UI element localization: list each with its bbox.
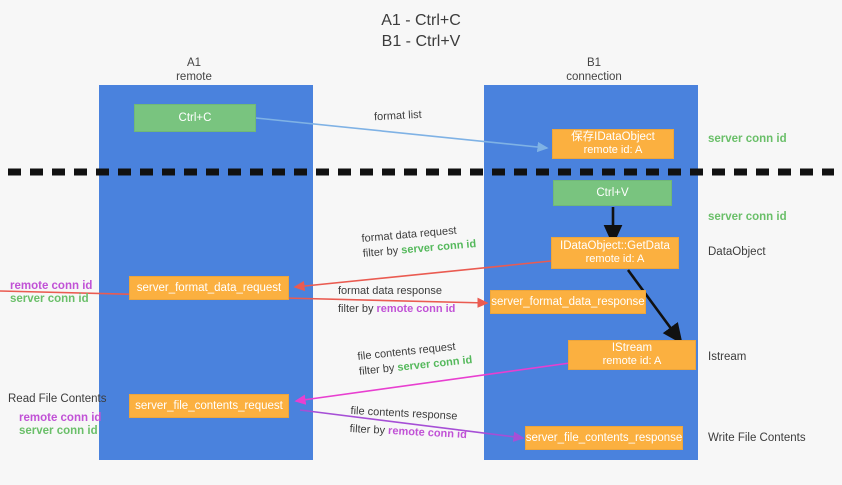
flow-label-format-list: format list	[373, 108, 422, 124]
box-server-format-data-response-label: server_format_data_response	[491, 295, 645, 308]
column-header-b1-sub: connection	[566, 70, 622, 83]
right-label-istream: Istream	[708, 351, 747, 363]
filter-key-server-conn-id: server conn id	[400, 238, 477, 257]
box-idataobject-getdata[interactable]: IDataObject::GetData remote id: A	[551, 237, 679, 269]
flow-label-file-contents-response-filter: filter by remote conn id	[349, 423, 467, 441]
box-ctrl-c[interactable]: Ctrl+C	[134, 104, 256, 132]
box-server-format-data-request[interactable]: server_format_data_request	[129, 276, 289, 300]
left-label-server-conn-id-1: server conn id	[10, 293, 89, 305]
right-label-dataobject: DataObject	[708, 246, 766, 258]
box-istream-line1: IStream	[611, 342, 653, 354]
box-idataobject-getdata-line2: remote id: A	[585, 253, 645, 265]
column-header-a1-sub: remote	[176, 70, 212, 83]
box-ctrl-v-label: Ctrl+V	[596, 186, 629, 199]
box-ctrl-c-label: Ctrl+C	[178, 111, 212, 124]
box-istream[interactable]: IStream remote id: A	[568, 340, 696, 370]
left-label-read-file-contents: Read File Contents	[8, 393, 107, 405]
box-idataobject-getdata-line1: IDataObject::GetData	[560, 240, 670, 252]
box-server-format-data-response[interactable]: server_format_data_response	[490, 290, 646, 314]
flow-label-format-data-request-group: format data request filter by server con…	[361, 223, 477, 260]
column-header-b1: B1 connection	[528, 57, 660, 84]
column-header-a1-name: A1	[186, 57, 202, 69]
box-server-file-contents-response-label: server_file_contents_response	[525, 431, 683, 444]
flow-label-format-data-response-filter: filter by remote conn id	[338, 303, 455, 315]
filter-prefix: filter by	[358, 362, 395, 378]
right-label-write-file-contents: Write File Contents	[708, 432, 806, 444]
left-label-remote-conn-id-1: remote conn id	[10, 280, 93, 292]
filter-prefix: filter by	[362, 244, 399, 260]
flow-label-format-data-response: format data response	[338, 285, 442, 297]
left-label-server-conn-id-2: server conn id	[19, 425, 98, 437]
filter-key-remote-conn-id: remote conn id	[387, 424, 468, 442]
filter-prefix: filter by	[338, 303, 374, 315]
flow-label-format-data-response-group: format data response filter by remote co…	[338, 285, 455, 315]
right-label-server-conn-id-top: server conn id	[708, 133, 787, 145]
box-server-file-contents-request-label: server_file_contents_request	[135, 399, 283, 412]
left-label-remote-conn-id-2: remote conn id	[19, 412, 102, 424]
box-save-idataobject[interactable]: 保存IDataObject remote id: A	[552, 129, 674, 159]
title-line-1: A1 - Ctrl+C	[381, 12, 461, 29]
box-save-idataobject-line1: 保存IDataObject	[571, 131, 655, 143]
box-istream-line2: remote id: A	[602, 355, 662, 367]
column-header-b1-name: B1	[586, 57, 602, 69]
right-label-server-conn-id-second: server conn id	[708, 211, 787, 223]
diagram-title: A1 - Ctrl+C B1 - Ctrl+V	[0, 10, 842, 52]
box-server-format-data-request-label: server_format_data_request	[136, 281, 282, 294]
box-server-file-contents-request[interactable]: server_file_contents_request	[129, 394, 289, 418]
flow-label-file-contents-response: file contents response	[350, 404, 458, 423]
box-save-idataobject-line2: remote id: A	[583, 144, 643, 156]
flow-label-file-contents-response-group: file contents response filter by remote …	[349, 405, 468, 441]
title-line-2: B1 - Ctrl+V	[381, 33, 461, 50]
filter-prefix: filter by	[349, 422, 386, 437]
column-header-a1: A1 remote	[128, 57, 260, 84]
flow-label-file-contents-request-group: file contents request filter by server c…	[357, 339, 473, 378]
box-ctrl-v[interactable]: Ctrl+V	[553, 180, 672, 206]
box-server-file-contents-response[interactable]: server_file_contents_response	[525, 426, 683, 450]
filter-key-remote-conn-id: remote conn id	[376, 303, 456, 315]
